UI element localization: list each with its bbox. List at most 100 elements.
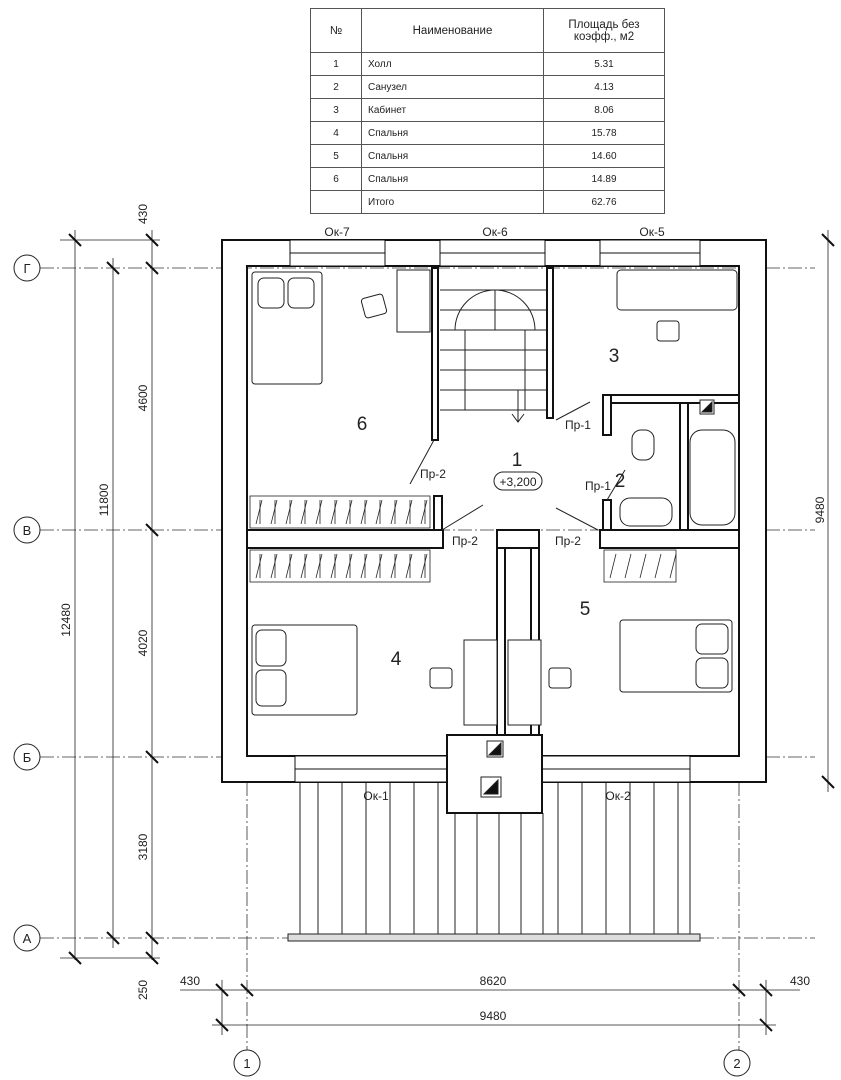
wardrobe-hanger [405,553,413,579]
chair [360,293,388,319]
wardrobe-hanger [330,499,338,525]
wardrobe-hanger [315,499,323,525]
window-label-ok1: Ок-1 [363,789,389,803]
dimension-lines [60,230,829,1035]
door-label-pr1: Пр-1 [585,479,611,493]
door-label-pr2: Пр-2 [420,467,446,481]
cell-num: 2 [310,75,362,99]
wardrobe-hanger [420,553,428,579]
staircase [440,289,547,423]
wardrobe-hanger [300,553,308,579]
dim-250: 250 [136,980,150,1000]
dim-4020: 4020 [136,629,150,656]
wardrobe-hanger [345,553,353,579]
toilet [631,429,655,461]
cell-area: 8.06 [543,98,665,122]
wardrobe-hanger [255,553,263,579]
dim-8620: 8620 [480,974,507,988]
axis-label-a: А [23,931,32,946]
window-label-ok2: Ок-2 [605,789,631,803]
cell-name: Спальня [361,121,544,145]
cell-num: 3 [310,98,362,122]
bathtub [689,429,736,526]
wardrobe-hanger [300,499,308,525]
cell-area: 15.78 [543,121,665,145]
chair [548,667,572,689]
windows [289,239,701,783]
terrace [287,782,701,942]
axis-bubble-b [13,743,41,771]
dim-430-top: 430 [136,204,150,224]
exterior-walls [221,239,767,783]
dim-3180: 3180 [136,833,150,860]
wardrobe-hanger [285,499,293,525]
dim-11800: 11800 [97,483,111,516]
chair [429,667,453,689]
header-name: Наименование [361,8,544,53]
axis-bubble-a [13,924,41,952]
wardrobe-hanger [405,499,413,525]
wardrobe-hanger [624,553,632,579]
wardrobe-hanger [420,499,428,525]
wardrobe-hanger [270,499,278,525]
axis-bubble-1 [233,1049,261,1077]
room-number-5: 5 [580,599,591,620]
room-number-2: 2 [615,471,626,492]
level-mark-frame [493,471,543,491]
chair [656,320,680,342]
axis-label-g: Г [23,261,30,276]
desk-room3 [616,269,738,311]
cell-num: 4 [310,121,362,145]
cell-area: 14.89 [543,167,665,191]
axis-label-1: 1 [243,1056,250,1071]
wardrobe-hanger [315,553,323,579]
wardrobe-hanger [669,553,677,579]
cell-name: Спальня [361,144,544,168]
axis-bubble-g [13,254,41,282]
door-label-pr2: Пр-2 [555,534,581,548]
axis-label-v: В [23,523,32,538]
axis-bubble-2 [723,1049,751,1077]
wardrobe-hanger [375,499,383,525]
window-label-ok7: Ок-7 [324,225,350,239]
wardrobe-hanger [330,553,338,579]
desk-room4 [463,639,498,726]
cell-area: 14.60 [543,144,665,168]
wardrobe-hanger [270,553,278,579]
wardrobe-hanger [390,553,398,579]
room-number-4: 4 [391,649,402,670]
wardrobe-hanger [360,553,368,579]
wardrobe-hanger [639,553,647,579]
wardrobe-hanger [255,499,263,525]
wardrobe-hanger [654,553,662,579]
wardrobe-hanger [390,499,398,525]
dim-4600: 4600 [136,384,150,411]
cell-name: Холл [361,52,544,76]
cell-name: Кабинет [361,98,544,122]
wardrobe-hanger [375,553,383,579]
axis-label-b: Б [23,750,32,765]
wardrobe-hanger [609,553,617,579]
room-number-3: 3 [609,346,620,367]
wardrobes [249,495,677,583]
door-label-pr2: Пр-2 [452,534,478,548]
cell-area: 4.13 [543,75,665,99]
door-label-pr1: Пр-1 [565,418,591,432]
table-header-row: № Наименование Площадь без коэфф., м2 [310,8,665,53]
dim-430-right: 430 [790,974,810,988]
room-number-1: 1 [512,450,523,471]
wardrobe-hanger [360,499,368,525]
wardrobe-hanger [345,499,353,525]
desk-room6 [396,269,431,333]
dim-430-left: 430 [180,974,200,988]
room-number-6: 6 [357,414,368,435]
sink [619,497,673,527]
cell-area: 5.31 [543,52,665,76]
